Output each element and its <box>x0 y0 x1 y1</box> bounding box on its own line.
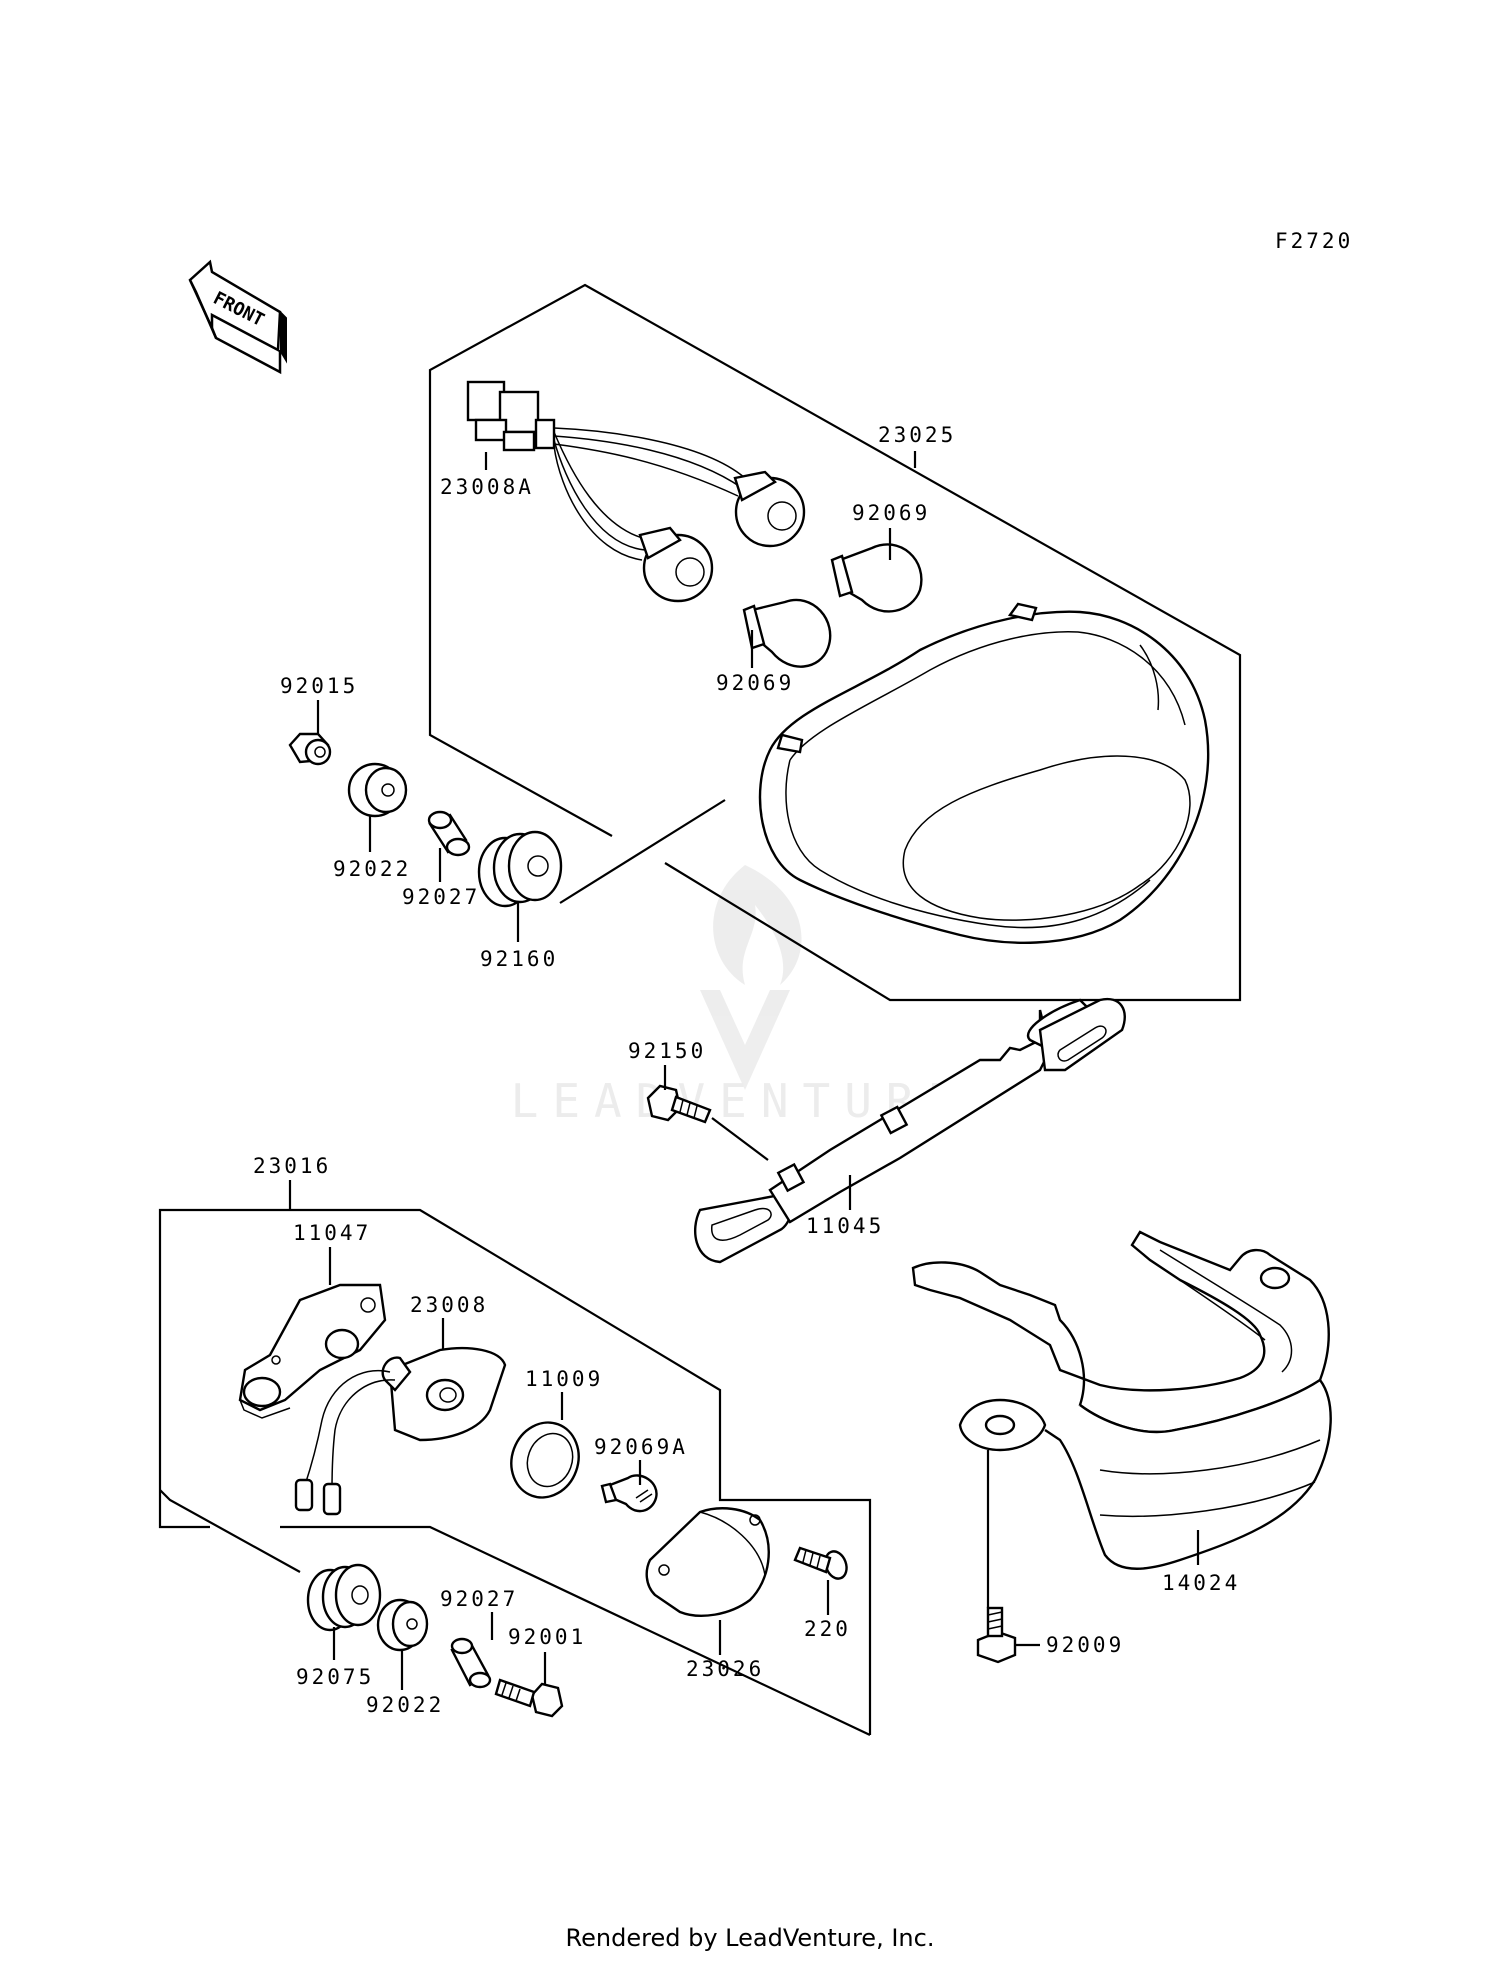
license-lamp-assembly-box <box>158 1208 872 1736</box>
lens-11009 <box>510 1421 580 1499</box>
label-92015[interactable]: 92015 <box>280 674 358 698</box>
label-92027-upper[interactable]: 92027 <box>402 885 480 909</box>
label-11009[interactable]: 11009 <box>525 1367 603 1391</box>
label-23016[interactable]: 23016 <box>253 1154 331 1178</box>
label-220[interactable]: 220 <box>804 1617 851 1641</box>
label-23025[interactable]: 23025 <box>878 423 956 447</box>
label-92150[interactable]: 92150 <box>628 1039 706 1063</box>
label-92075[interactable]: 92075 <box>296 1665 374 1689</box>
label-23008A[interactable]: 23008A <box>440 475 534 499</box>
bulb-92069-upper <box>830 543 923 613</box>
label-11047[interactable]: 11047 <box>293 1221 371 1245</box>
label-14024[interactable]: 14024 <box>1162 1571 1240 1595</box>
label-23008[interactable]: 23008 <box>410 1293 488 1317</box>
leader-92150-bolt <box>711 1117 769 1161</box>
label-11045[interactable]: 11045 <box>806 1214 884 1238</box>
socket-23008 <box>294 1346 507 1516</box>
wiring-harness-23008A <box>466 380 806 603</box>
tail-lamp-assembly-box <box>428 283 1242 1002</box>
label-92069A[interactable]: 92069A <box>594 1435 688 1459</box>
screw-220 <box>793 1546 848 1580</box>
bracket-11045 <box>693 997 1126 1264</box>
bulb-92069A <box>600 1474 658 1513</box>
bolt-92150 <box>646 1084 712 1124</box>
label-92009[interactable]: 92009 <box>1046 1633 1124 1657</box>
label-92001[interactable]: 92001 <box>508 1625 586 1649</box>
cover-23026 <box>645 1507 770 1617</box>
grommet-92160 <box>477 830 563 908</box>
grommet-92075 <box>306 1563 382 1632</box>
footer-credit: Rendered by LeadVenture, Inc. <box>565 1924 935 1952</box>
front-arrow-icon <box>188 259 287 375</box>
label-92160[interactable]: 92160 <box>480 947 558 971</box>
washer-92022-lower <box>376 1598 429 1652</box>
label-92069-lower[interactable]: 92069 <box>716 671 794 695</box>
label-92022-lower[interactable]: 92022 <box>366 1693 444 1717</box>
label-92027-lower[interactable]: 92027 <box>440 1587 518 1611</box>
collar-92027-lower <box>450 1637 492 1689</box>
collar-92027-upper <box>427 810 471 857</box>
bolt-92009 <box>976 1606 1017 1664</box>
washer-92022-upper <box>347 762 408 818</box>
watermark-logo <box>700 865 802 1090</box>
tail-lamp-lens <box>758 602 1210 944</box>
rear-fender-14024 <box>911 1230 1332 1570</box>
bulb-92069-lower <box>742 598 832 668</box>
nut-92015 <box>288 732 332 766</box>
bolt-92001 <box>494 1678 564 1718</box>
diagram-code: F2720 <box>1275 229 1353 253</box>
label-23026[interactable]: 23026 <box>686 1657 764 1681</box>
label-92069-upper[interactable]: 92069 <box>852 501 930 525</box>
bracket-11047 <box>238 1283 387 1419</box>
label-92022-upper[interactable]: 92022 <box>333 857 411 881</box>
